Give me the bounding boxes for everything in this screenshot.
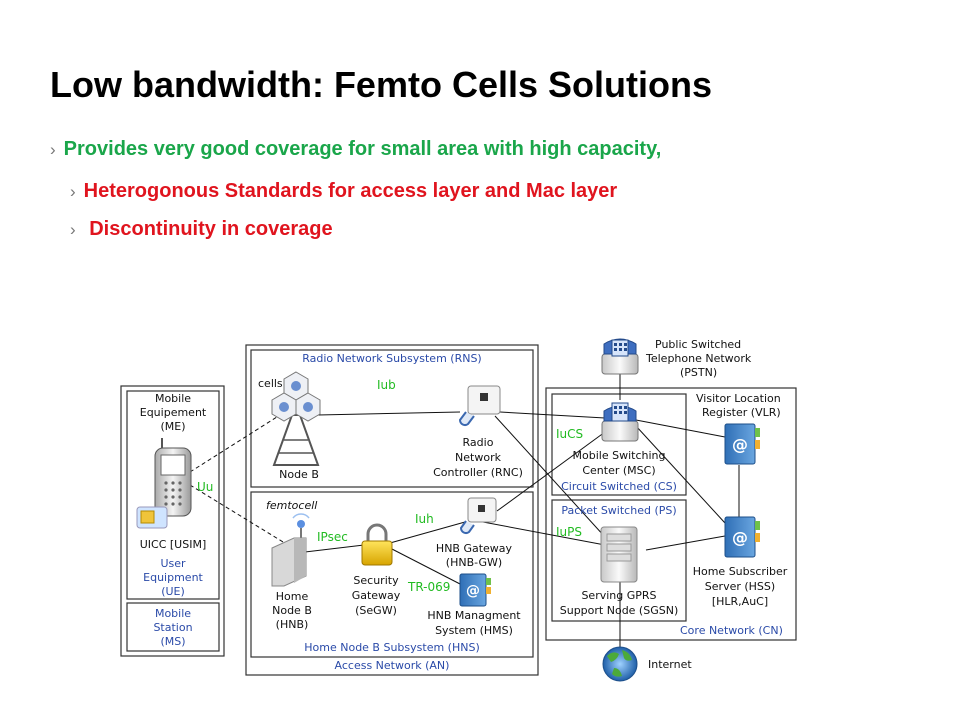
internet-globe-icon — [602, 646, 638, 682]
pstn-label-line3: (PSTN) — [680, 366, 717, 379]
rnc-label-line2: Network — [455, 451, 502, 464]
bullet-chevron-icon: › — [70, 182, 76, 201]
msc-phone-icon — [601, 402, 639, 442]
pstn-label-line1: Public Switched — [655, 338, 741, 351]
ps-title: Packet Switched (PS) — [561, 504, 676, 517]
vlr-address-book-icon: @ — [724, 423, 760, 465]
ms-label-line1: Mobile — [155, 607, 191, 620]
mobile-station-label-box — [126, 602, 220, 652]
hns-title: Home Node B Subsystem (HNS) — [304, 641, 480, 654]
radio-links — [189, 409, 289, 546]
bullet-chevron-icon: › — [50, 140, 56, 159]
ps-box — [551, 499, 687, 622]
mobile-equipment-box — [126, 390, 220, 600]
hms-label-line1: HNB Managment — [427, 609, 521, 622]
hnb-label-line1: Home — [276, 590, 309, 603]
uicc-label: UICC [USIM] — [140, 538, 207, 551]
home-node-b-icon — [271, 513, 310, 587]
me-label-line1: Mobile — [155, 392, 191, 405]
rnc-label-line1: Radio — [463, 436, 494, 449]
mobile-phone-icon — [154, 438, 192, 517]
me-label-line3: (ME) — [160, 420, 185, 433]
sgsn-server-icon — [600, 526, 638, 583]
vlr-label-line1: Visitor Location — [696, 392, 781, 405]
cs-box — [551, 393, 687, 496]
hnbgw-label-line1: HNB Gateway — [436, 542, 513, 555]
tr069-label: TR-069 — [407, 580, 450, 594]
sgsn-label-line2: Support Node (SGSN) — [560, 604, 679, 617]
bullet-coverage: › Provides very good coverage for small a… — [50, 138, 661, 161]
bullet-chevron-icon: › — [70, 220, 76, 239]
hss-label-line2: Server (HSS) — [705, 580, 775, 593]
mobile-station-box — [120, 385, 225, 657]
access-network-box — [245, 344, 539, 676]
svg-text:@: @ — [732, 528, 748, 547]
hms-label-line2: System (HMS) — [435, 624, 513, 637]
hns-box — [250, 491, 534, 658]
vlr-label-line2: Register (VLR) — [702, 406, 781, 419]
segw-label-line1: Security — [353, 574, 399, 587]
hms-address-book-icon: @ — [459, 573, 491, 607]
nodeb-label: Node B — [279, 468, 319, 481]
hnbgw-label-line2: (HNB-GW) — [446, 556, 502, 569]
sgsn-label-line1: Serving GPRS — [581, 589, 656, 602]
rns-box — [250, 349, 534, 488]
bullet-heterogeneous-text: Heterogonous Standards for access layer … — [83, 180, 618, 202]
svg-text:@: @ — [466, 583, 480, 599]
iucs-label: IuCS — [556, 427, 583, 441]
iub-label: Iub — [377, 378, 396, 392]
hnb-label-line2: Node B — [272, 604, 312, 617]
hss-label-line1: Home Subscriber — [693, 565, 788, 578]
an-title: Access Network (AN) — [335, 659, 450, 672]
core-network-box — [545, 387, 797, 641]
hss-label-line3: [HLR,AuC] — [712, 595, 768, 608]
svg-text:@: @ — [732, 435, 748, 454]
ms-label-line3: (MS) — [160, 635, 185, 648]
bullet-discontinuity-text: Discontinuity in coverage — [83, 218, 333, 240]
segw-label-line2: Gateway — [352, 589, 401, 602]
uu-label: Uu — [197, 480, 213, 494]
cells-label: cells — [258, 377, 283, 390]
iups-label: IuPS — [556, 525, 582, 539]
msc-label-line1: Mobile Switching — [573, 449, 666, 462]
ms-label-line2: Station — [153, 621, 192, 634]
internet-label: Internet — [648, 658, 692, 671]
cn-title: Core Network (CN) — [680, 624, 783, 637]
me-label-line2: Equipement — [140, 406, 207, 419]
pstn-phone-icon — [601, 338, 639, 375]
ue-label-line3: (UE) — [161, 585, 185, 598]
rnc-router-icon — [458, 385, 501, 426]
hnb-gateway-icon — [459, 497, 497, 534]
femtocell-label: femtocell — [266, 499, 317, 512]
rns-title: Radio Network Subsystem (RNS) — [302, 352, 481, 365]
iuh-label: Iuh — [415, 512, 434, 526]
bullet-discontinuity: › Discontinuity in coverage — [70, 218, 333, 241]
hnb-label-line3: (HNB) — [276, 618, 309, 631]
ue-label-line2: Equipment — [143, 571, 203, 584]
rnc-label-line3: Controller (RNC) — [433, 466, 523, 479]
node-b-tower-icon — [271, 371, 321, 466]
bullet-coverage-text: Provides very good coverage for small ar… — [63, 138, 662, 160]
connection-lines — [304, 372, 740, 654]
hss-address-book-icon: @ — [724, 516, 760, 558]
security-gateway-lock-icon — [361, 523, 393, 566]
slide-title: Low bandwidth: Femto Cells Solutions — [50, 64, 712, 105]
msc-label-line2: Center (MSC) — [582, 464, 655, 477]
ipsec-label: IPsec — [317, 530, 348, 544]
ue-label-line1: User — [160, 557, 186, 570]
cs-title: Circuit Switched (CS) — [561, 480, 677, 493]
sim-card-icon — [136, 506, 168, 529]
pstn-label-line2: Telephone Network — [645, 352, 752, 365]
segw-label-line3: (SeGW) — [355, 604, 397, 617]
bullet-heterogeneous: › Heterogonous Standards for access layer… — [70, 180, 617, 203]
